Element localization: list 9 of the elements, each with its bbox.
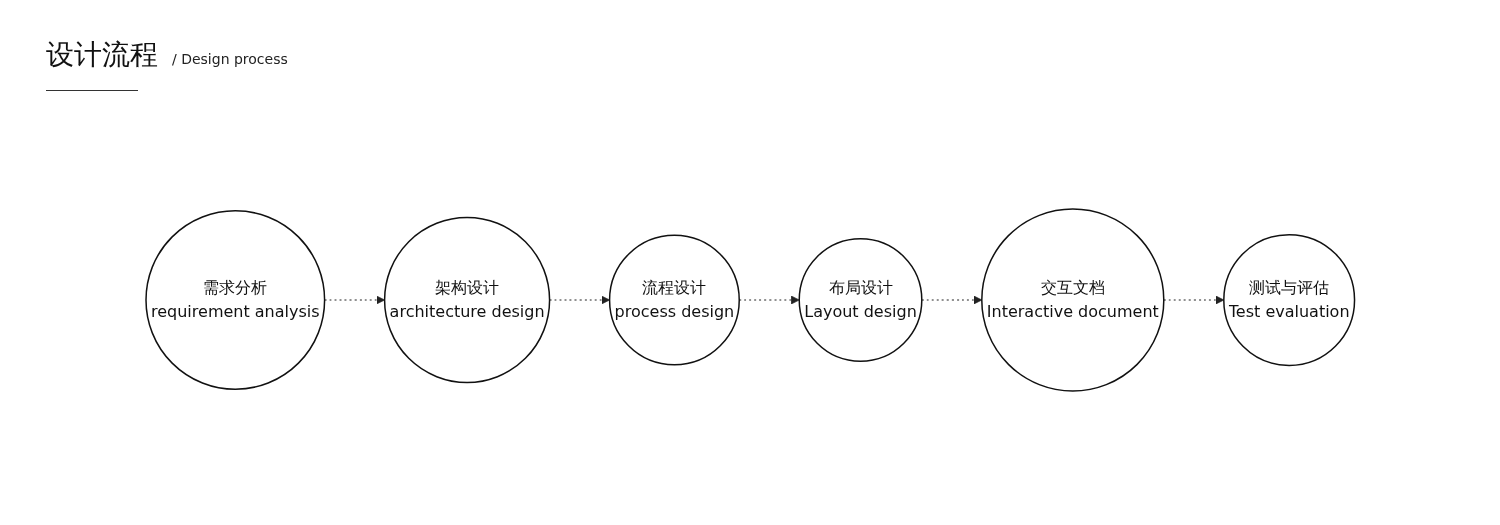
- node-circle: 交互文档 Interactive document: [980, 208, 1165, 392]
- title: 设计流程: [46, 37, 158, 73]
- node-circle: 布局设计 Layout design: [798, 237, 923, 363]
- node-circle: 架构设计 architecture design: [383, 216, 551, 384]
- arrow: [738, 295, 800, 305]
- subtitle: / Design process: [172, 51, 288, 67]
- node-circle: 测试与评估 Test evaluation: [1222, 233, 1355, 367]
- node-circle: 流程设计 process design: [608, 234, 740, 366]
- node-circle: 需求分析 requirement analysis: [144, 209, 326, 391]
